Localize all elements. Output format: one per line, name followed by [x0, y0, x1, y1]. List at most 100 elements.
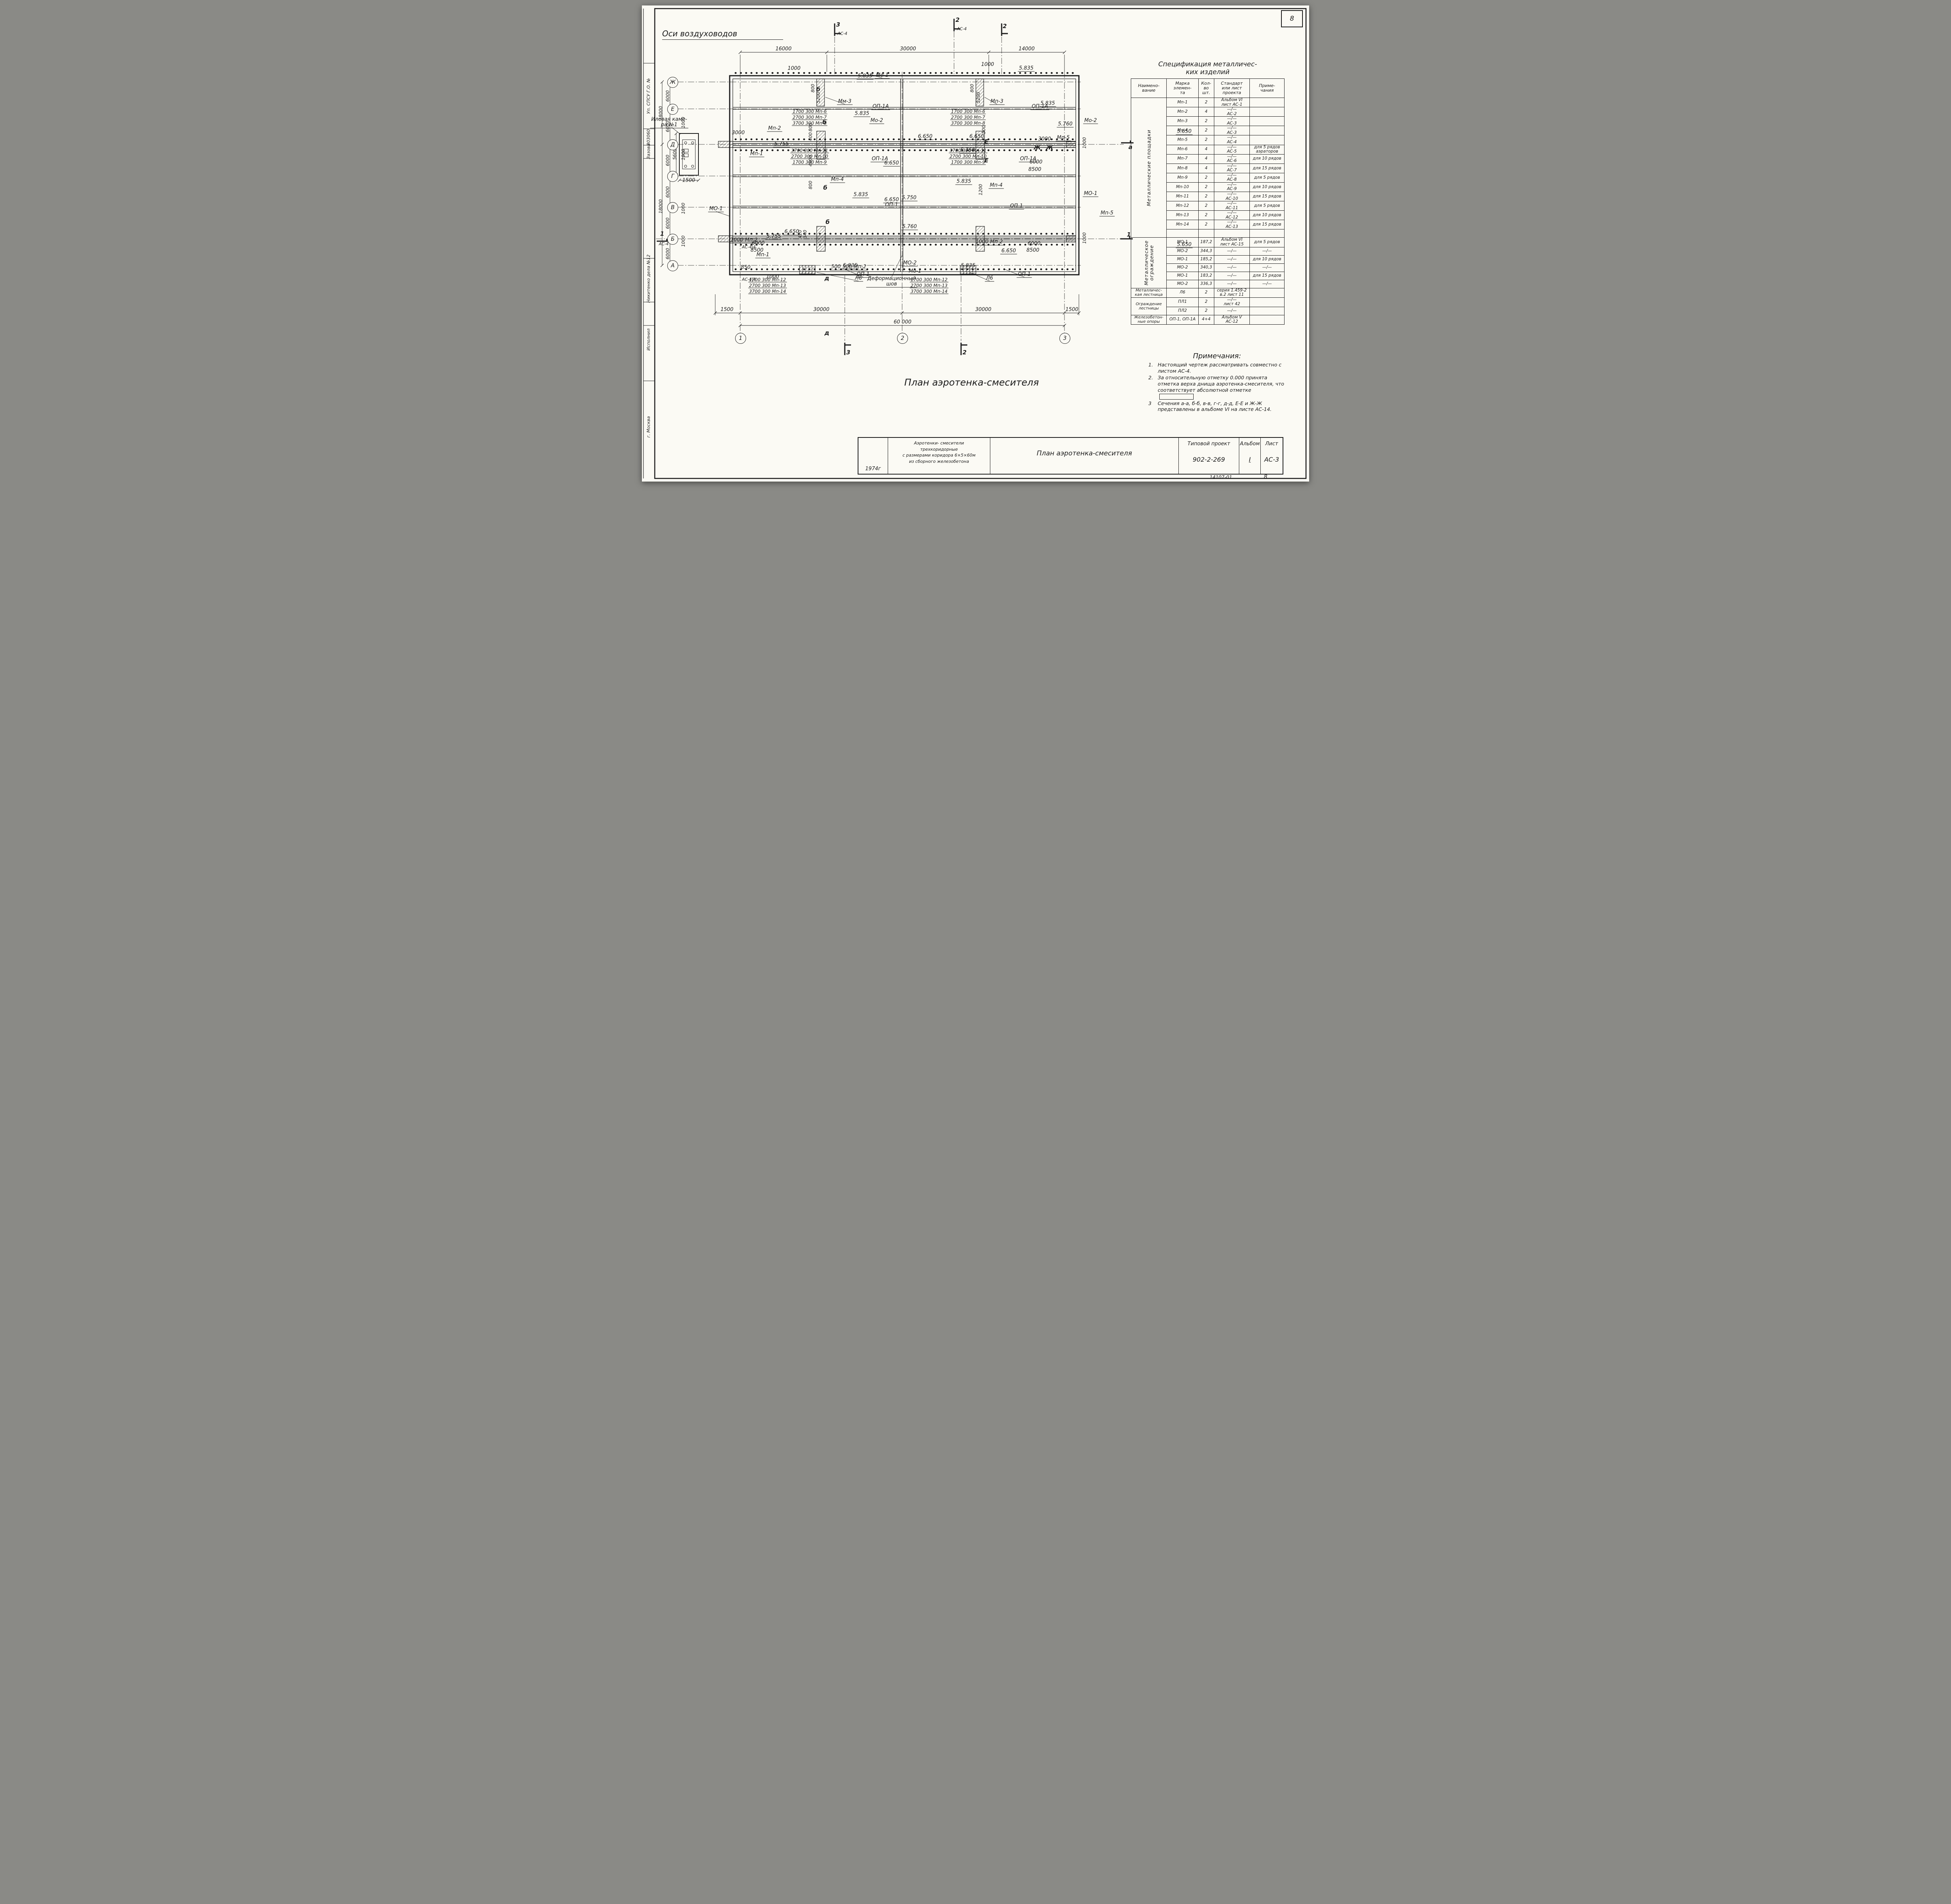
spec-cell: МО-2: [1166, 263, 1199, 272]
spec-group-name: Металлические площадки: [1131, 98, 1167, 238]
callout-dr: 3700 300 Мп-14: [910, 288, 949, 294]
spec-cell: ОП-1, ОП-1А: [1166, 315, 1199, 325]
callout-lbl: Мп-4: [988, 183, 1004, 189]
spec-cell: ПЛ2: [1166, 306, 1199, 315]
callout-flag: б: [825, 219, 830, 226]
year: 1974г: [865, 466, 881, 472]
spec-group-name: Ограждение лестницы: [1131, 297, 1167, 315]
callout-rot: 1000: [1081, 232, 1087, 244]
spec-cell: для 10 рядов: [1249, 182, 1285, 192]
project-number: 902-2-269: [1192, 456, 1225, 463]
spec-cell: 2: [1198, 306, 1214, 315]
callout-elev: 5.835: [1039, 101, 1056, 107]
callout-rot: 6000: [665, 186, 670, 198]
spec-cell: 4: [1198, 154, 1214, 164]
spec-cell: Мп-5: [1166, 135, 1199, 145]
spec-header: Стандарт или лист проекта: [1214, 78, 1250, 98]
callout-lbl: МО-1: [708, 206, 724, 212]
axis-row-Е: Е: [667, 104, 678, 115]
spec-cell: 187,2: [1198, 237, 1214, 247]
callout-elev: 5.755: [765, 234, 782, 240]
sheet-number-box: 8: [1281, 10, 1303, 27]
callout-rot: 1000: [680, 203, 686, 214]
callout-lbl: Мп-5: [1099, 210, 1115, 217]
callout-lbl: ОП-1: [1016, 272, 1032, 278]
spec-cell: 340,3: [1198, 263, 1214, 272]
object-line: трехкоридорные: [920, 446, 958, 452]
callout-dim: 8500: [1026, 247, 1039, 254]
callout-dim: 6000: [752, 240, 765, 247]
callout-elev: 6.650: [783, 229, 800, 235]
spec-cell: для 5 рядов: [1249, 237, 1285, 247]
callout-lbl: Мп-4: [830, 177, 845, 183]
callout-rot: 800: [807, 181, 813, 189]
spec-cell: для 10 рядов: [1249, 154, 1285, 164]
title-block-project-cell: Типовой проект 902-2-269: [1178, 438, 1239, 474]
callout-lbl: Мо-1: [907, 268, 923, 275]
callout-lbl: Мп-2: [767, 126, 782, 132]
callout-elev: 6.650: [968, 134, 985, 140]
axis-row-Д: Д: [667, 139, 678, 150]
note-text: За относительную отметку 0.000 принята о…: [1158, 375, 1286, 400]
callout-dim: 6000: [1029, 159, 1043, 165]
duct-axes-heading: Оси воздуховодов: [662, 29, 783, 40]
note-text: Настоящий чертеж рассматривать совместно…: [1158, 362, 1282, 374]
album-value: I: [1249, 456, 1251, 463]
spec-cell: —/— АС-4: [1214, 135, 1250, 145]
spec-cell: —/— АС-12: [1214, 210, 1250, 220]
spec-cell: Мп-14: [1166, 220, 1199, 230]
sheet-value: АС-3: [1264, 456, 1279, 463]
callout-dr: 3700 300 Мп-11: [790, 148, 829, 153]
spec-group-name: Металличес- кая лестница: [1131, 288, 1167, 298]
spec-cell: Альбом VI лист АС-15: [1214, 237, 1250, 247]
callout-rot: 800: [969, 84, 975, 92]
callout-elev: 5.835: [856, 73, 874, 80]
spec-cell: 2: [1198, 201, 1214, 211]
sheet-number: 8: [1290, 15, 1294, 23]
spec-cell: 2: [1198, 116, 1214, 126]
callout-elev: 5.760: [1057, 121, 1074, 128]
spec-cell: —/— АС-7: [1214, 163, 1250, 173]
callout-dim: 8500: [1028, 167, 1041, 173]
callout-dim: 6000: [1027, 241, 1041, 247]
spec-cell: 2: [1198, 297, 1214, 307]
callout-elev: 6.650: [883, 197, 900, 203]
spec-cell: Мп-3: [1166, 116, 1199, 126]
spec-cell: Альбом V АС-12: [1214, 315, 1250, 325]
callout-dim: 30000: [900, 46, 916, 52]
callout-dim: 16000: [775, 46, 792, 52]
spec-cell: Мп-6: [1166, 144, 1199, 155]
spec-cell: 336,3: [1198, 279, 1214, 288]
object-line: с размерами коридора 6×5×60м: [902, 453, 976, 458]
callout-lbl: 1000 Мп-2: [729, 237, 759, 244]
callout-elev: 5.760: [901, 224, 918, 230]
spec-group-name: Железобетон- ные опоры: [1131, 315, 1167, 325]
callout-rot: 1000: [680, 149, 686, 160]
spec-title-line1: Спецификация металличес-: [1158, 60, 1257, 68]
spec-cell: для 5 рядов: [1249, 201, 1285, 211]
note-item: 1.Настоящий чертеж рассматривать совмест…: [1148, 362, 1286, 374]
spec-cell: МО-2: [1166, 279, 1199, 288]
callout-dim: 1500: [1065, 307, 1079, 313]
callout-dim: 60 000: [894, 319, 912, 325]
callout-dr: 2700 300 Мп-7: [950, 114, 986, 120]
callout-sub: АС-4|4: [742, 245, 756, 250]
note-text: Сечения а-а, б-б, в-в, г-г, д-д, Е-Е и Ж…: [1158, 400, 1272, 412]
spec-cell: —/—: [1214, 263, 1250, 272]
callout-dim: 1000: [766, 274, 779, 280]
spec-cell: [1166, 229, 1199, 238]
callout-flag: Е: [984, 157, 989, 164]
callout-rot: 6000: [665, 90, 670, 102]
spec-cell: для 5 рядов: [1249, 172, 1285, 183]
spec-cell: ПЛ1: [1166, 297, 1199, 307]
callout-elev: 6.650: [917, 134, 934, 140]
